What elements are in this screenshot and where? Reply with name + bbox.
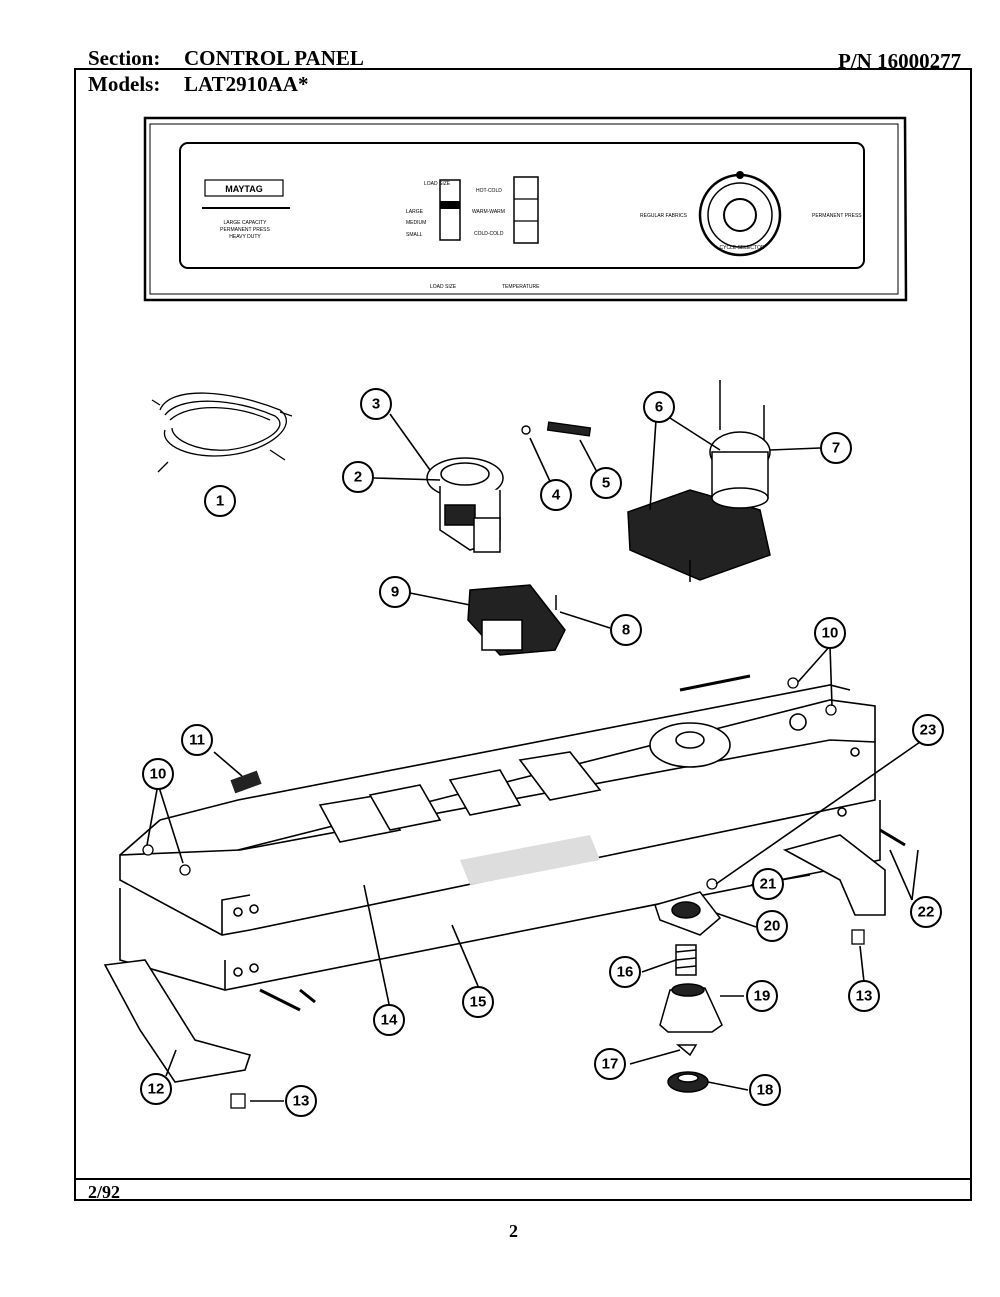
svg-text:20: 20 xyxy=(764,918,781,935)
control-panel-console: MAYTAG LARGE CAPACITY PERMANENT PRESS HE… xyxy=(143,116,908,302)
callout-13-left: 13 xyxy=(285,1085,317,1117)
callout-9: 9 xyxy=(379,576,411,608)
callout-1: 1 xyxy=(204,485,236,517)
load-size-title: LOAD SIZE xyxy=(424,181,451,187)
callout-8: 8 xyxy=(610,614,642,646)
feature-line-2: PERMANENT PRESS xyxy=(220,227,270,233)
callout-13-right: 13 xyxy=(848,980,880,1012)
temp-button-block xyxy=(513,176,539,244)
load-size-small: SMALL xyxy=(406,232,423,238)
svg-text:4: 4 xyxy=(552,487,561,504)
callout-11: 11 xyxy=(181,724,213,756)
callout-20: 20 xyxy=(756,910,788,942)
strip-part xyxy=(230,770,262,794)
wire-harness xyxy=(151,392,293,473)
callout-15: 15 xyxy=(462,986,494,1018)
clip-and-stem xyxy=(521,421,592,437)
bottom-label-load: LOAD SIZE xyxy=(430,284,457,290)
models-label: Models: xyxy=(88,72,161,96)
dial-left-label: REGULAR FABRICS xyxy=(640,213,688,219)
svg-text:23: 23 xyxy=(920,722,937,739)
callout-14: 14 xyxy=(373,1004,405,1036)
temp-warm-warm: WARM-WARM xyxy=(472,209,505,215)
console-frame xyxy=(119,674,881,991)
svg-text:6: 6 xyxy=(655,399,663,416)
svg-text:19: 19 xyxy=(754,988,771,1005)
callout-6: 6 xyxy=(643,391,675,423)
page-number: 2 xyxy=(509,1221,518,1241)
temp-hot-cold: HOT-COLD xyxy=(476,188,502,194)
feature-line-3: HEAVY DUTY xyxy=(229,234,261,240)
leader-lines xyxy=(146,413,921,1102)
models-value: LAT2910AA* xyxy=(184,72,309,96)
section-label: Section: xyxy=(88,46,161,70)
svg-text:1: 1 xyxy=(216,493,224,510)
cycle-dial xyxy=(698,173,782,257)
callout-21: 21 xyxy=(752,868,784,900)
svg-text:15: 15 xyxy=(470,994,487,1011)
svg-text:21: 21 xyxy=(760,876,777,893)
callout-3: 3 xyxy=(360,388,392,420)
svg-text:5: 5 xyxy=(602,475,610,492)
load-size-medium: MEDIUM xyxy=(406,220,426,226)
svg-text:2: 2 xyxy=(354,469,362,486)
callout-17: 17 xyxy=(594,1048,626,1080)
svg-text:10: 10 xyxy=(150,766,167,783)
callout-18: 18 xyxy=(749,1074,781,1106)
svg-text:9: 9 xyxy=(391,584,399,601)
dial-knob-assembly xyxy=(654,891,723,1093)
water-level-switch xyxy=(426,457,504,553)
timer-assembly xyxy=(627,380,771,582)
dial-right-label: PERMANENT PRESS xyxy=(812,213,862,219)
end-cap xyxy=(103,959,252,1083)
side-bracket xyxy=(782,834,886,916)
svg-text:14: 14 xyxy=(381,1012,398,1029)
callout-4: 4 xyxy=(540,479,572,511)
fasteners xyxy=(142,677,906,1109)
brand-logo xyxy=(204,179,284,197)
svg-text:3: 3 xyxy=(372,396,380,413)
svg-text:7: 7 xyxy=(832,440,840,457)
svg-text:11: 11 xyxy=(189,732,205,749)
callout-10-left: 10 xyxy=(142,758,174,790)
footer-divider xyxy=(74,1178,972,1180)
callout-23: 23 xyxy=(912,714,944,746)
svg-text:18: 18 xyxy=(757,1082,774,1099)
svg-text:17: 17 xyxy=(602,1056,619,1073)
load-size-slider xyxy=(439,179,461,241)
callout-5: 5 xyxy=(590,467,622,499)
svg-text:10: 10 xyxy=(822,625,839,642)
callout-22: 22 xyxy=(910,896,942,928)
temp-cold-cold: COLD-COLD xyxy=(474,231,504,237)
svg-text:22: 22 xyxy=(918,904,935,921)
callout-12: 12 xyxy=(140,1073,172,1105)
callout-2: 2 xyxy=(342,461,374,493)
load-size-knob xyxy=(440,201,460,209)
section-title: CONTROL PANEL xyxy=(184,46,364,70)
callout-7: 7 xyxy=(820,432,852,464)
svg-text:13: 13 xyxy=(856,988,873,1005)
svg-text:8: 8 xyxy=(622,622,630,639)
svg-text:16: 16 xyxy=(617,964,634,981)
diagram-frame xyxy=(74,68,972,1201)
callout-10-right: 10 xyxy=(814,617,846,649)
brand-text: MAYTAG xyxy=(225,184,263,194)
callout-16: 16 xyxy=(609,956,641,988)
temperature-switch xyxy=(467,584,566,656)
revision-date: 2/92 xyxy=(88,1182,121,1202)
bottom-label-temp: TEMPERATURE xyxy=(502,284,540,290)
svg-text:12: 12 xyxy=(148,1081,165,1098)
load-size-large: LARGE xyxy=(406,209,424,215)
dial-bottom-label: CYCLE SELECTOR xyxy=(720,245,765,251)
feature-line-1: LARGE CAPACITY xyxy=(224,220,268,226)
callout-19: 19 xyxy=(746,980,778,1012)
svg-text:13: 13 xyxy=(293,1093,310,1110)
